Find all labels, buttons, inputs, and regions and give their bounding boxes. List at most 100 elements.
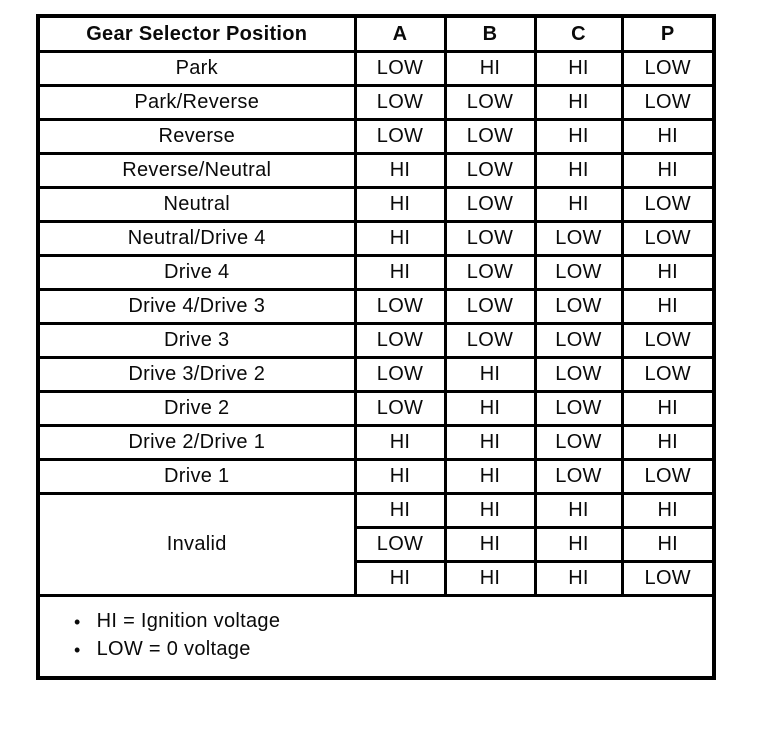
signal-value-cell: HI — [533, 186, 624, 223]
signal-value-cell: LOW — [533, 458, 624, 495]
signal-value-cell: HI — [443, 356, 537, 393]
header-signal-a: A — [353, 14, 447, 53]
gear-name-cell: Drive 3 — [36, 322, 357, 359]
gear-name-cell: Park — [36, 50, 357, 87]
signal-value-cell: LOW — [620, 50, 716, 87]
signal-value-cell: HI — [620, 152, 716, 189]
gear-name-cell: Drive 1 — [36, 458, 357, 495]
header-signal-p: P — [620, 14, 716, 53]
signal-value-cell: LOW — [533, 356, 624, 393]
header-signal-c: C — [533, 14, 624, 53]
signal-value-cell: LOW — [353, 50, 447, 87]
signal-value-cell: HI — [443, 526, 537, 563]
signal-value-cell: HI — [620, 526, 716, 563]
signal-value-cell: LOW — [353, 390, 447, 427]
signal-value-cell: LOW — [443, 220, 537, 257]
signal-value-cell: HI — [533, 118, 624, 155]
signal-value-cell: HI — [443, 424, 537, 461]
gear-name-cell: Drive 3/Drive 2 — [36, 356, 357, 393]
gear-name-cell: Drive 4/Drive 3 — [36, 288, 357, 325]
header-signal-b: B — [443, 14, 537, 53]
signal-value-cell: LOW — [353, 118, 447, 155]
signal-value-cell: LOW — [353, 356, 447, 393]
signal-value-cell: HI — [533, 152, 624, 189]
signal-value-cell: LOW — [353, 288, 447, 325]
signal-value-cell: LOW — [533, 390, 624, 427]
signal-value-cell: HI — [353, 152, 447, 189]
signal-value-cell: LOW — [353, 526, 447, 563]
signal-value-cell: LOW — [620, 560, 716, 597]
signal-value-cell: HI — [620, 492, 716, 529]
signal-value-cell: HI — [620, 424, 716, 461]
signal-value-cell: LOW — [353, 322, 447, 359]
signal-value-cell: LOW — [620, 186, 716, 223]
signal-value-cell: LOW — [533, 220, 624, 257]
gear-name-cell: Drive 2 — [36, 390, 357, 427]
signal-value-cell: HI — [353, 186, 447, 223]
gear-name-cell: Reverse — [36, 118, 357, 155]
signal-value-cell: LOW — [533, 288, 624, 325]
signal-value-cell: LOW — [443, 254, 537, 291]
signal-value-cell: LOW — [443, 118, 537, 155]
signal-value-cell: HI — [620, 118, 716, 155]
legend-item-low: • LOW = 0 voltage — [74, 638, 704, 661]
gear-name-cell: Neutral — [36, 186, 357, 223]
signal-value-cell: LOW — [443, 288, 537, 325]
signal-value-cell: HI — [533, 50, 624, 87]
bullet-icon: • — [74, 611, 81, 632]
bullet-icon: • — [74, 639, 81, 660]
legend-row: • HI = Ignition voltage • LOW = 0 voltag… — [36, 594, 716, 680]
legend-item-hi: • HI = Ignition voltage — [74, 610, 704, 633]
signal-value-cell: HI — [620, 390, 716, 427]
signal-value-cell: LOW — [533, 322, 624, 359]
signal-value-cell: HI — [533, 84, 624, 121]
signal-value-cell: HI — [353, 458, 447, 495]
gear-name-cell: Park/Reverse — [36, 84, 357, 121]
signal-value-cell: HI — [353, 254, 447, 291]
gear-name-cell: Drive 4 — [36, 254, 357, 291]
signal-value-cell: LOW — [443, 152, 537, 189]
signal-value-cell: LOW — [443, 84, 537, 121]
signal-value-cell: HI — [353, 492, 447, 529]
header-row: Gear Selector Position A B C P — [36, 14, 716, 53]
signal-value-cell: LOW — [620, 458, 716, 495]
signal-value-cell: HI — [533, 492, 624, 529]
signal-value-cell: LOW — [620, 356, 716, 393]
signal-value-cell: LOW — [620, 84, 716, 121]
signal-value-cell: LOW — [533, 254, 624, 291]
signal-value-cell: HI — [533, 526, 624, 563]
gear-name-cell: Reverse/Neutral — [36, 152, 357, 189]
signal-value-cell: LOW — [353, 84, 447, 121]
gear-name-cell: Neutral/Drive 4 — [36, 220, 357, 257]
signal-value-cell: HI — [443, 50, 537, 87]
signal-value-cell: HI — [353, 220, 447, 257]
legend-text-hi: HI = Ignition voltage — [96, 610, 281, 632]
signal-value-cell: HI — [353, 424, 447, 461]
signal-value-cell: HI — [443, 492, 537, 529]
legend-text-low: LOW = 0 voltage — [96, 638, 251, 660]
header-gear-selector-position: Gear Selector Position — [36, 14, 357, 53]
signal-value-cell: HI — [443, 390, 537, 427]
signal-value-cell: HI — [353, 560, 447, 597]
signal-value-cell: HI — [620, 254, 716, 291]
signal-value-cell: LOW — [533, 424, 624, 461]
signal-value-cell: LOW — [443, 186, 537, 223]
signal-value-cell: LOW — [620, 220, 716, 257]
gear-name-cell: Drive 2/Drive 1 — [36, 424, 357, 461]
